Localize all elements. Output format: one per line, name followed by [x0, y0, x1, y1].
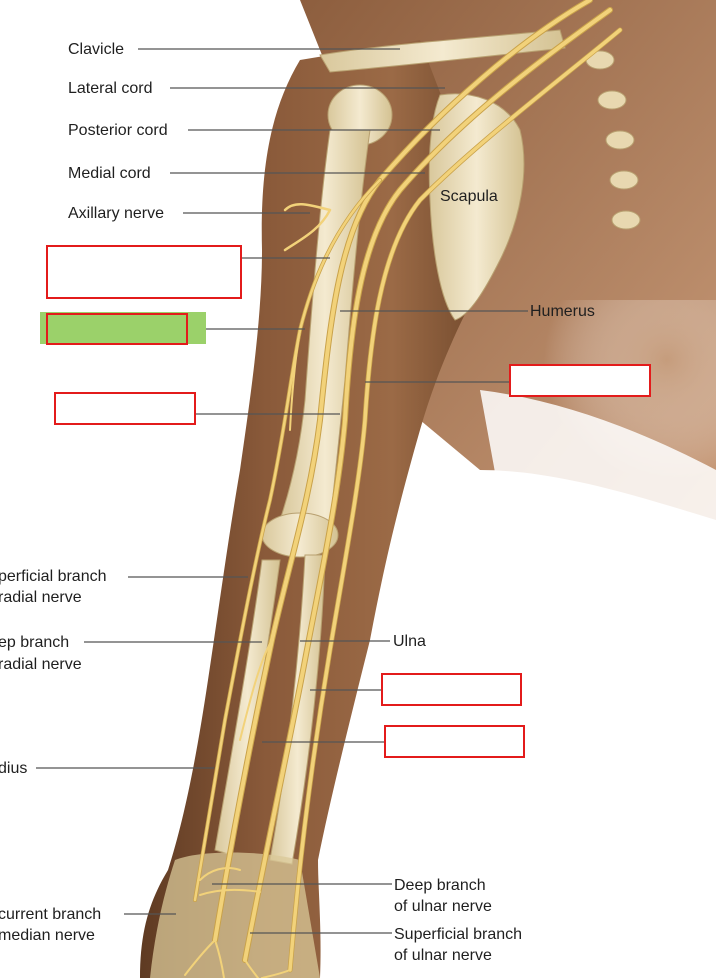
label-axillary-nerve: Axillary nerve — [68, 205, 165, 222]
answer-box-2[interactable] — [46, 313, 188, 345]
answer-highlight — [40, 312, 206, 344]
label-radius: dius — [0, 760, 28, 777]
label-superficial-branch-radial-line2: radial nerve — [0, 589, 82, 606]
label-deep-branch-radial-line2: radial nerve — [0, 656, 82, 673]
label-deep-branch-radial-line1: ep branch — [0, 634, 70, 651]
label-deep-branch-ulnar-line2: of ulnar nerve — [394, 898, 492, 915]
label-superficial-branch-ulnar-line2: of ulnar nerve — [394, 947, 492, 964]
label-posterior-cord: Posterior cord — [68, 122, 168, 139]
label-superficial-branch-radial-line1: perficial branch — [0, 568, 107, 585]
leader-lines — [36, 48, 528, 934]
label-medial-cord: Medial cord — [68, 165, 151, 182]
vertebrae — [585, 50, 641, 230]
label-recurrent-branch-median-line2: median nerve — [0, 927, 95, 944]
answer-box-1[interactable] — [46, 245, 242, 299]
label-deep-branch-ulnar-line1: Deep branch — [394, 877, 486, 894]
label-humerus: Humerus — [530, 303, 595, 320]
answer-box-3[interactable] — [54, 392, 196, 425]
label-clavicle: Clavicle — [68, 41, 125, 58]
label-superficial-branch-ulnar-line1: Superficial branch — [394, 926, 523, 943]
nerve-bundle — [184, 0, 623, 978]
clavicle-bone — [319, 29, 566, 73]
label-lateral-cord: Lateral cord — [68, 80, 153, 97]
answer-box-5[interactable] — [381, 673, 522, 706]
label-scapula: Scapula — [440, 188, 498, 205]
label-recurrent-branch-median-line1: current branch — [0, 906, 102, 923]
label-ulna: Ulna — [393, 633, 426, 650]
answer-box-4[interactable] — [509, 364, 651, 397]
answer-box-6[interactable] — [384, 725, 525, 758]
